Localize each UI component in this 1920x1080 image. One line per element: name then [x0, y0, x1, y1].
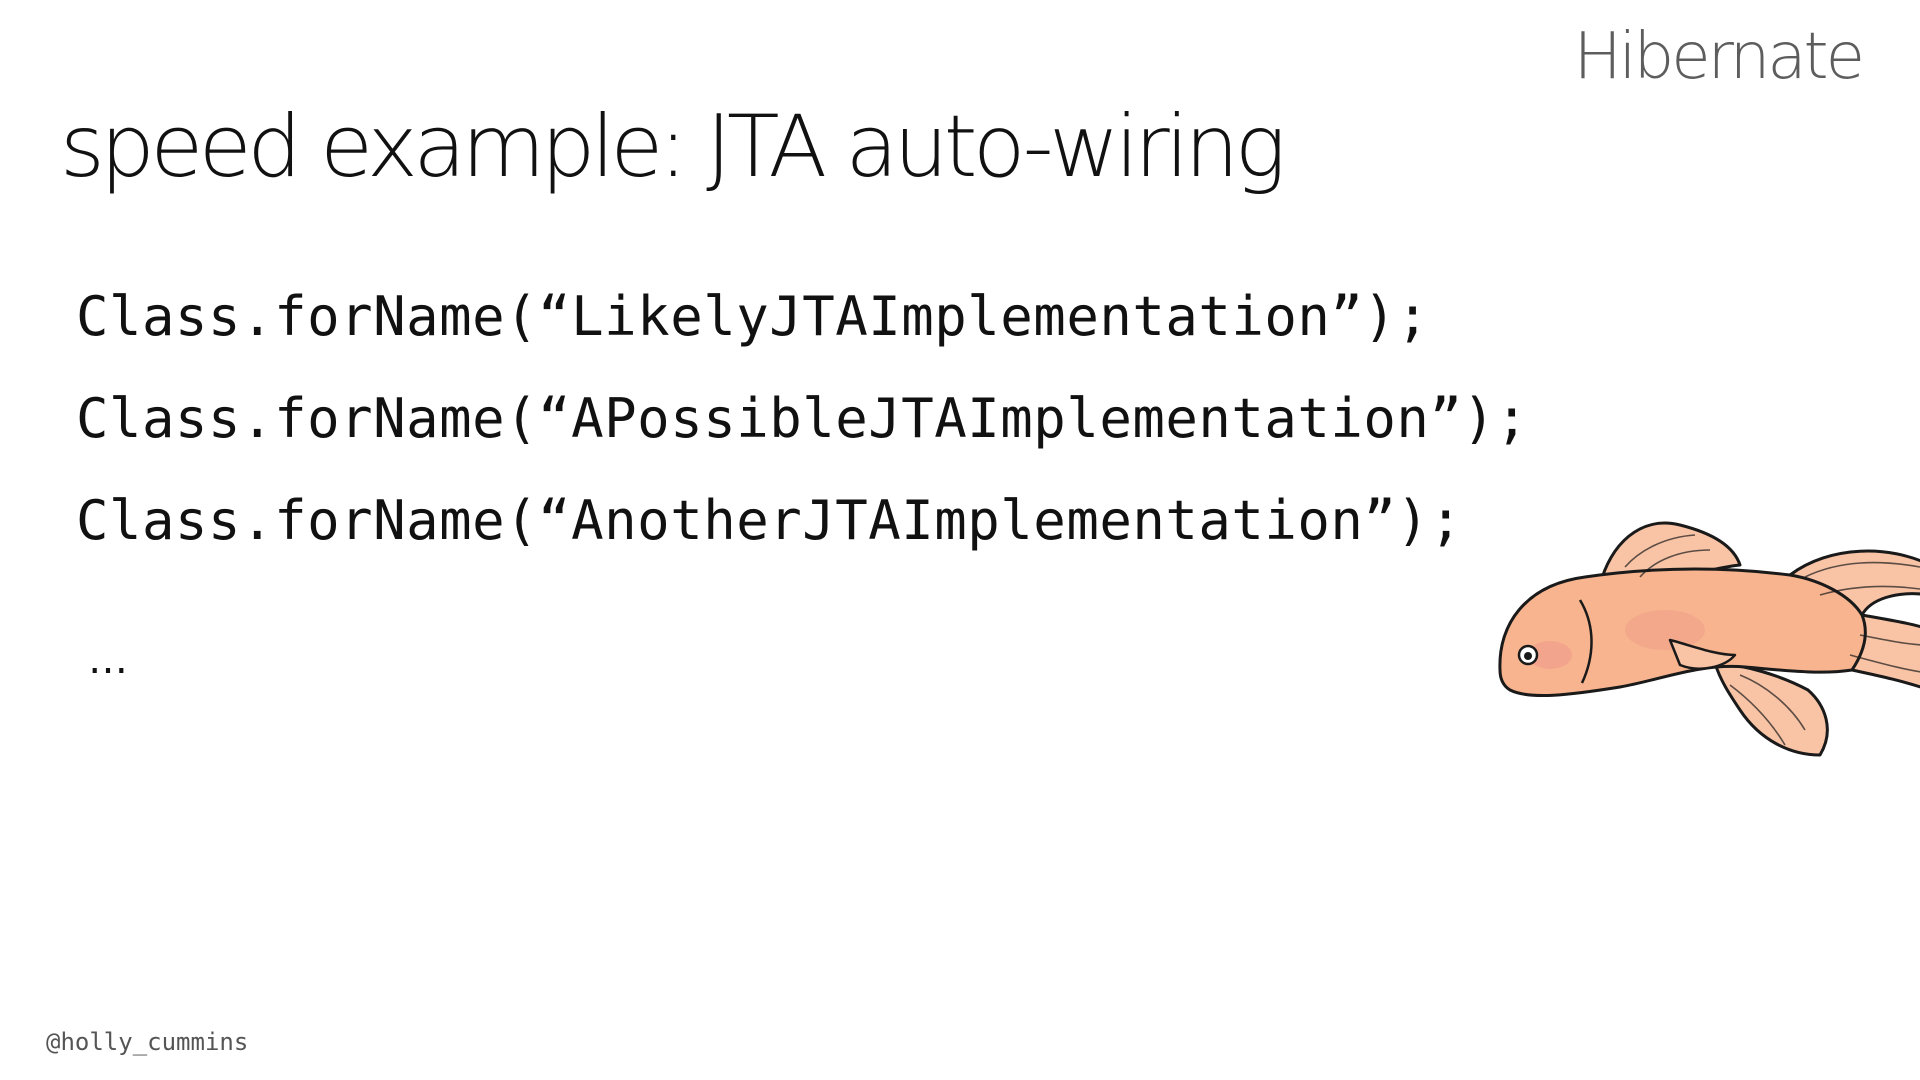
code-line: Class.forName(“LikelyJTAImplementation”)…: [76, 285, 1430, 348]
code-block: Class.forName(“LikelyJTAImplementation”)…: [76, 290, 1528, 596]
slide-title: speed example: JTA auto-wiring: [60, 97, 1286, 197]
code-line: Class.forName(“APossibleJTAImplementatio…: [76, 387, 1529, 450]
code-ellipsis: …: [88, 637, 128, 683]
author-handle: @holly_cummins: [46, 1028, 249, 1056]
brand-logo-text: Hibernate: [1573, 20, 1865, 94]
code-line: Class.forName(“AnotherJTAImplementation”…: [76, 489, 1463, 552]
goldfish-illustration-icon: [1498, 521, 1920, 757]
